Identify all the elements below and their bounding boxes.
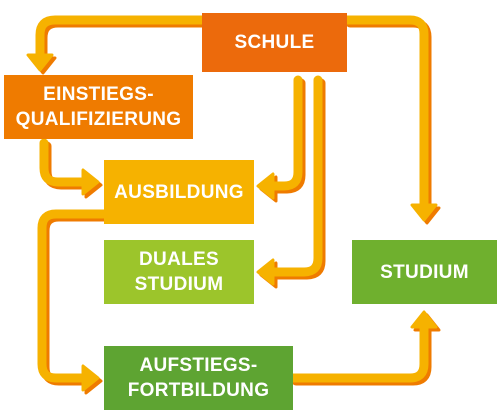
node-aufstiegsfortbildung-text: AUFSTIEGS- FORTBILDUNG bbox=[128, 353, 270, 403]
arrow-line bbox=[267, 75, 303, 191]
node-duales-studium-text: DUALES STUDIUM bbox=[135, 247, 224, 297]
node-aufstiegsfortbildung: AUFSTIEGS- FORTBILDUNG bbox=[104, 346, 293, 410]
node-einstiegsqualifizierung-text: EINSTIEGS- QUALIFIZIERUNG bbox=[16, 82, 182, 132]
arrow-line bbox=[35, 15, 207, 61]
arrow-head bbox=[81, 168, 100, 196]
node-studium: STUDIUM bbox=[352, 240, 497, 304]
node-ausbildung-label: AUSBILDUNG bbox=[114, 181, 244, 203]
node-aufstiegsfortbildung-line-1: AUFSTIEGS- bbox=[139, 355, 258, 376]
arrow-head bbox=[81, 364, 100, 392]
node-einstiegsqualifizierung: EINSTIEGS- QUALIFIZIERUNG bbox=[4, 75, 193, 139]
node-duales-studium: DUALES STUDIUM bbox=[104, 240, 254, 304]
node-schule: SCHULE bbox=[202, 13, 347, 72]
node-schule-label: SCHULE bbox=[234, 32, 315, 53]
arrow-schule-to-studium bbox=[342, 15, 441, 225]
arrow-schule-to-duales bbox=[256, 75, 326, 289]
arrow-schule-to-ausbildung bbox=[256, 75, 306, 203]
arrow-head bbox=[26, 53, 54, 72]
arrow-head bbox=[256, 258, 275, 286]
node-einstiegsqualifizierung-line-1: EINSTIEGS- bbox=[43, 84, 154, 105]
arrow-line bbox=[288, 321, 429, 383]
node-aufstiegsfortbildung-line-2: FORTBILDUNG bbox=[127, 380, 270, 401]
arrow-shadow-line bbox=[345, 18, 432, 214]
arrow-shadow-line bbox=[38, 18, 210, 64]
node-einstiegsqualifizierung-line-2: QUALIFIZIERUNG bbox=[15, 109, 182, 130]
arrow-schule-to-einstiegs bbox=[26, 15, 210, 75]
arrow-ausbildung-to-aufstiegs bbox=[37, 209, 112, 395]
arrow-shadow-line bbox=[40, 212, 112, 386]
arrow-einstiegs-to-ausbildung bbox=[39, 138, 103, 199]
arrow-line bbox=[342, 15, 429, 211]
node-studium-label: STUDIUM bbox=[380, 261, 469, 283]
node-duales-studium-line-1: DUALES bbox=[139, 249, 219, 270]
arrow-line bbox=[37, 209, 109, 383]
arrow-shadow-line bbox=[291, 324, 432, 386]
arrow-aufstiegs-to-studium bbox=[288, 310, 441, 386]
arrow-head bbox=[410, 310, 438, 329]
node-ausbildung: AUSBILDUNG bbox=[104, 160, 254, 224]
arrow-line bbox=[39, 138, 89, 187]
arrow-head bbox=[410, 203, 438, 222]
arrow-line bbox=[267, 75, 323, 277]
node-duales-studium-line-2: STUDIUM bbox=[134, 274, 224, 295]
arrow-head bbox=[256, 172, 275, 200]
